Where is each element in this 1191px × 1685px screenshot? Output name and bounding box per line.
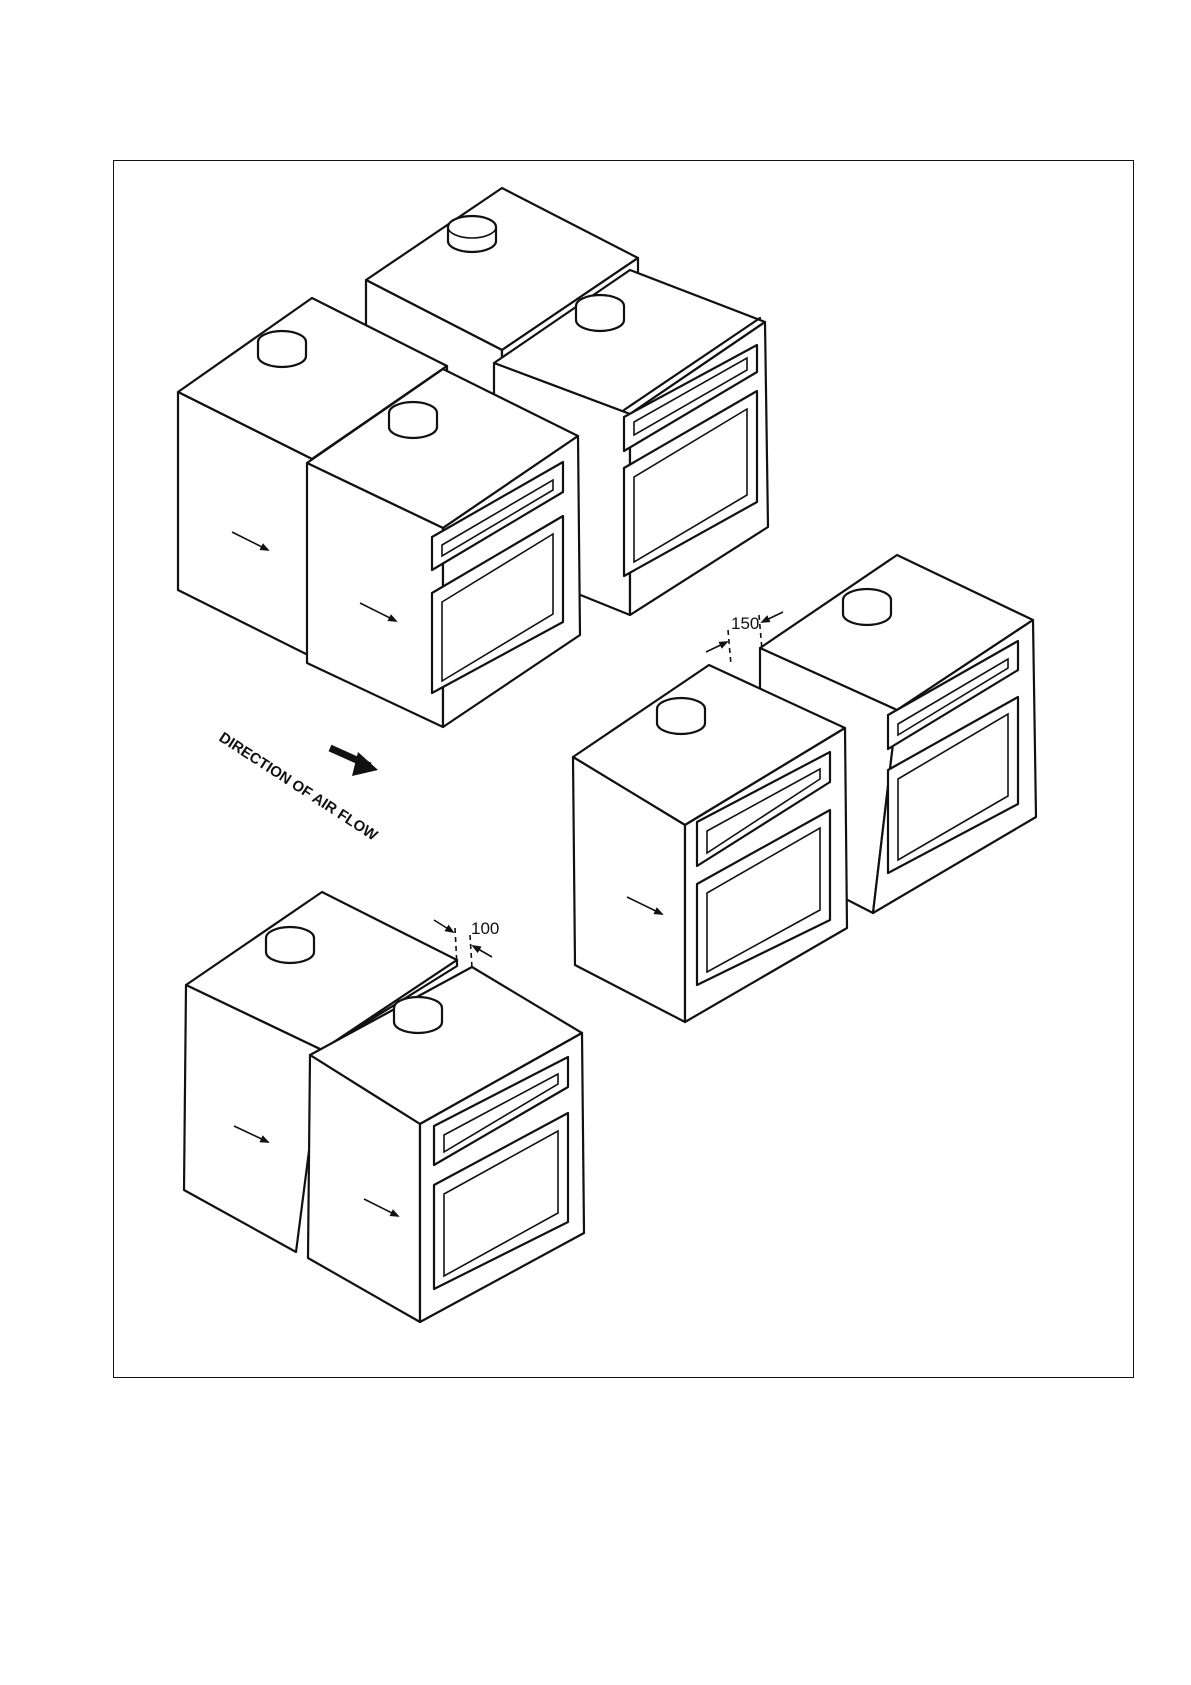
airflow-arrow-icon	[330, 748, 378, 776]
duct-collar-icon	[448, 216, 496, 252]
duct-collar-icon	[266, 927, 314, 963]
dimension-label-100: 100	[471, 919, 499, 938]
duct-collar-icon	[576, 295, 624, 331]
duct-collar-icon	[657, 698, 705, 734]
dimension-label-150: 150	[731, 614, 759, 633]
duct-collar-icon	[258, 331, 306, 367]
cabinet-right-front	[573, 665, 847, 1022]
airflow-indicator: DIRECTION OF AIR FLOW	[216, 729, 381, 845]
duct-collar-icon	[843, 589, 891, 625]
duct-collar-icon	[389, 402, 437, 438]
duct-collar-icon	[394, 997, 442, 1033]
airflow-label: DIRECTION OF AIR FLOW	[216, 729, 381, 845]
